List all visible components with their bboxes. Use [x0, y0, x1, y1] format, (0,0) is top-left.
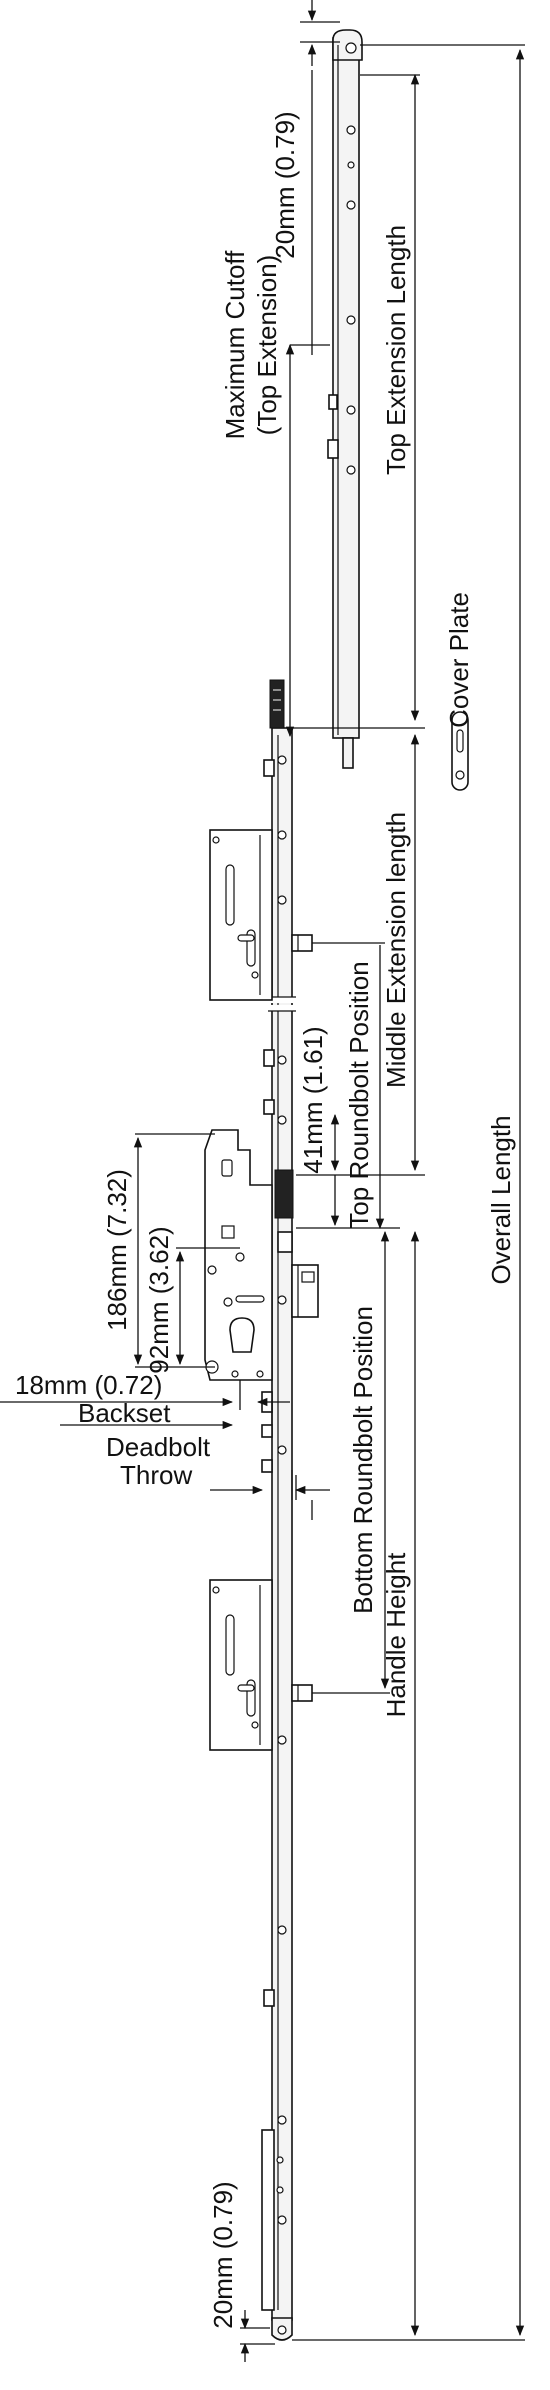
top-extension-length-label: Top Extension Length — [381, 225, 411, 475]
bottom-roundbolt-position-label: Bottom Roundbolt Position — [348, 1306, 378, 1614]
dimension-lines — [0, 0, 525, 2362]
backset-label: Backset — [78, 1398, 171, 1428]
upper-roundbolt — [291, 934, 313, 952]
deadbolt-label: Deadbolt — [106, 1432, 211, 1462]
central-gearbox — [204, 1129, 319, 1473]
bottom-extension-plate — [261, 2129, 284, 2311]
overall-length-label: Overall Length — [486, 1115, 516, 1284]
top-extension-rod — [327, 29, 363, 769]
top-roundbolt-position-label: Top Roundbolt Position — [344, 961, 374, 1228]
handle-height-label: Handle Height — [381, 1552, 411, 1718]
max-cutoff-label: Maximum Cutoff — [220, 250, 250, 440]
main-faceplate — [263, 679, 296, 2341]
lower-roundbolt-housing — [209, 1579, 273, 1751]
lower-roundbolt — [291, 1684, 313, 1702]
92mm-label: 92mm (3.62) — [144, 1226, 174, 1373]
throw-label: Throw — [120, 1460, 192, 1490]
top-extension-paren-label: (Top Extension) — [252, 255, 282, 436]
labels: 20mm (0.79) Maximum Cutoff (Top Extensio… — [15, 111, 516, 2328]
top-20mm-label: 20mm (0.79) — [270, 111, 300, 258]
186mm-label: 186mm (7.32) — [102, 1169, 132, 1331]
upper-roundbolt-housing — [209, 829, 273, 1001]
middle-extension-length-label: Middle Extension length — [381, 812, 411, 1088]
cover-plate-label: Cover Plate — [444, 592, 474, 728]
cover-plate-part — [451, 711, 469, 791]
41mm-label: 41mm (1.61) — [298, 1026, 328, 1173]
bottom-20mm-label: 20mm (0.79) — [208, 2181, 238, 2328]
18mm-label: 18mm (0.72) — [15, 1370, 162, 1400]
